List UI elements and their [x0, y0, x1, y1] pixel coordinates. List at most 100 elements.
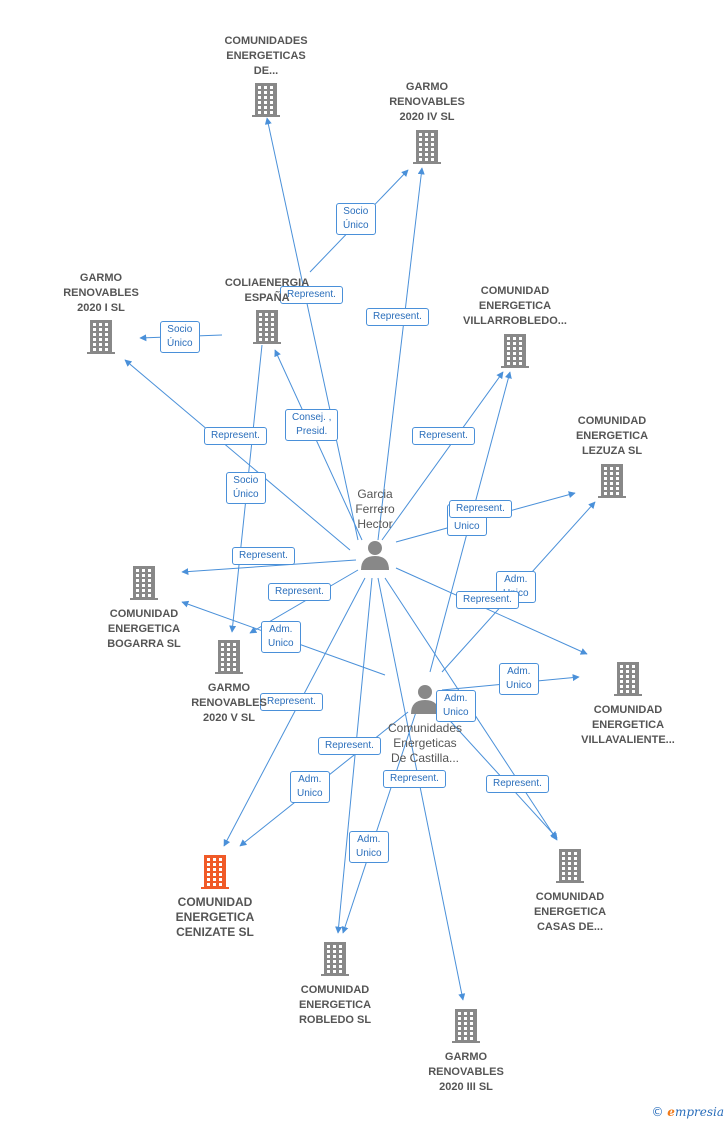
footer-brand: © empresia	[651, 1105, 724, 1119]
edge-label-garcia-to-villar[interactable]: Represent.	[412, 427, 475, 445]
edge-garcia-to-colia	[274, 349, 363, 541]
node-label-line: RENOVABLES	[191, 697, 267, 709]
edge-label-garcia-to-g1[interactable]: Represent.	[204, 427, 267, 445]
edge-label-garcia-to-g5[interactable]: Represent.	[268, 583, 331, 601]
edge-label-castilla-to-robledo[interactable]: Adm. Unico	[349, 831, 389, 863]
node-label-line: CENIZATE SL	[176, 925, 254, 939]
edge-label-castilla-to-villav[interactable]: Adm.Unico	[499, 663, 539, 695]
edge-label-garcia-to-g4[interactable]: Represent.	[366, 308, 429, 326]
node-label-line: COMUNIDAD	[593, 704, 663, 716]
edge-label-garcia-to-ce_de[interactable]: Represent.	[280, 286, 343, 304]
building-icon-colia[interactable]	[253, 310, 281, 344]
edge-garcia-to-villar	[381, 371, 504, 541]
edge-label-line: Unico	[443, 707, 469, 718]
edge-garcia-to-g4	[377, 167, 425, 541]
edge-label-line: Represent.	[211, 430, 260, 441]
building-icon-lezuza[interactable]	[598, 464, 626, 498]
node-label-line: ESPAÑA	[244, 292, 290, 304]
edge-label-line: Socio	[167, 324, 193, 335]
building-icon-villar[interactable]	[501, 334, 529, 368]
building-icon-g4[interactable]	[413, 130, 441, 164]
edge-garcia-to-robledo	[335, 577, 373, 934]
node-label-line: 2020 V SL	[203, 712, 255, 724]
node-label-line: Energeticas	[393, 736, 457, 750]
edge-label-garcia-to-bogarra[interactable]: Represent.	[232, 547, 295, 565]
building-icon-robledo[interactable]	[321, 942, 349, 976]
node-label-line: ENERGETICA	[298, 999, 372, 1011]
node-label-line: LEZUZA SL	[581, 445, 643, 457]
edge-label-line: Unico	[356, 848, 382, 859]
node-label-line: DE...	[253, 65, 279, 77]
node-label-colia[interactable]: COLIAENERGIA ESPAÑA	[225, 276, 309, 306]
node-label-line: COMUNIDAD	[535, 891, 605, 903]
edge-garcia-to-villav	[395, 567, 588, 655]
edge-label-line: Adm.	[298, 774, 322, 785]
edge-label-line: Unico	[268, 638, 294, 649]
node-label-line: COMUNIDAD	[109, 608, 179, 620]
edge-label-line: Represent.	[373, 311, 422, 322]
node-label-line: COMUNIDADES	[224, 35, 308, 47]
edge-castilla-to-robledo	[341, 711, 417, 934]
node-label-line: ENERGETICA	[575, 430, 649, 442]
node-label-line: 2020 IV SL	[399, 111, 455, 123]
edge-label-castilla-to-bogarra[interactable]: Adm.Unico	[261, 621, 301, 653]
building-icon-ce_de[interactable]	[252, 83, 280, 117]
edge-label-garcia-to-cenizate[interactable]: Represent.	[260, 693, 323, 711]
edge-label-line: Represent.	[419, 430, 468, 441]
edge-garcia-to-cenizate	[223, 577, 366, 847]
building-icon-g1[interactable]	[87, 320, 115, 354]
node-label-line: COMUNIDAD	[480, 285, 550, 297]
building-icon-g3[interactable]	[452, 1009, 480, 1043]
node-label-line: ENERGETICA	[533, 906, 607, 918]
edge-label-castilla-to-casas[interactable]: Adm. Unico	[436, 690, 476, 722]
node-label-line: RENOVABLES	[63, 287, 139, 299]
node-label-line: Ferrero	[355, 502, 395, 516]
node-label-line: COMUNIDAD	[177, 895, 253, 909]
person-icon-garcia[interactable]	[361, 541, 389, 570]
edge-label-line: Adm.	[444, 693, 468, 704]
edge-label-line: Adm.	[357, 834, 381, 845]
building-icon-bogarra[interactable]	[130, 566, 158, 600]
edge-label-garcia-to-colia[interactable]: Consej. ,Presid.	[285, 409, 339, 441]
node-label-line: Comunidades	[387, 721, 463, 735]
node-label-line: De Castilla...	[390, 751, 460, 765]
building-icon-villav[interactable]	[614, 662, 642, 696]
building-icon-cenizate[interactable]	[201, 855, 229, 889]
edge-label-garcia-to-lezuza[interactable]: Represent.	[449, 500, 512, 518]
building-icon-g5[interactable]	[215, 640, 243, 674]
node-label-line: VILLAVALIENTE...	[581, 734, 675, 746]
edge-label-line: Socio	[233, 475, 259, 486]
edge-label-garcia-to-casas[interactable]: Represent.	[486, 775, 549, 793]
edge-label-line: Consej. ,	[292, 412, 332, 423]
edge-label-line: Represent.	[325, 740, 374, 751]
edge-label-garcia-to-g3[interactable]: Represent.	[383, 770, 446, 788]
building-icon-casas[interactable]	[556, 849, 584, 883]
edge-label-line: Represent.	[456, 503, 505, 514]
edge-label-line: Represent.	[287, 289, 336, 300]
edge-label-garcia-to-villav[interactable]: Represent.	[456, 591, 519, 609]
node-label-line: RENOVABLES	[428, 1066, 504, 1078]
node-label-line: COLIAENERGIA	[224, 277, 310, 289]
edge-label-garcia-to-robledo[interactable]: Represent.	[318, 737, 381, 755]
edge-label-line: Único	[167, 338, 193, 349]
person-icon-castilla[interactable]	[411, 685, 439, 714]
edge-label-castilla-to-cenizate[interactable]: Adm.Unico	[290, 771, 330, 803]
